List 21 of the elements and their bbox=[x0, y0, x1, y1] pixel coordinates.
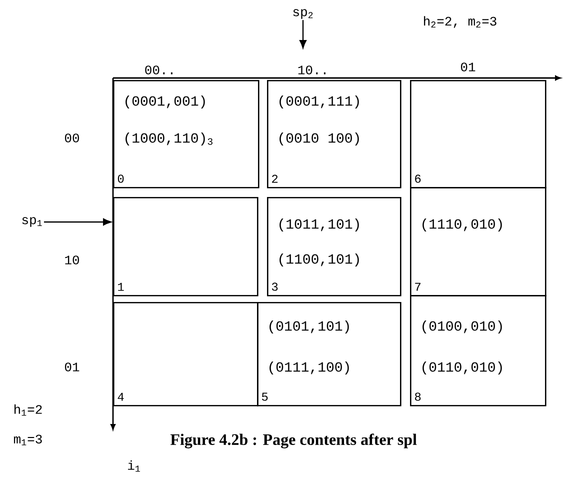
arrow bbox=[299, 20, 307, 48]
page-box: (0101,101) (0111,100) 5 bbox=[257, 302, 402, 406]
axis-label: 01 bbox=[64, 362, 80, 372]
axis-label: 10 bbox=[65, 256, 79, 264]
page-box: (0100,010) (0110,010) 8 bbox=[410, 295, 546, 406]
page-box: (1110,010) 7 bbox=[410, 187, 546, 296]
axis-label: 00 bbox=[64, 134, 79, 142]
page-box: 6 bbox=[410, 80, 546, 188]
page-box: 4 bbox=[113, 302, 258, 406]
split-pointer-label: sp$_{1}$ bbox=[22, 217, 42, 227]
parameter-label: h$_{2}$=2, m$_{2}$=3 bbox=[424, 16, 496, 28]
axis-label: i$_{1}$ bbox=[128, 460, 140, 472]
page-box: (0001,001) (1000,110)$_{3}$ 0 bbox=[113, 80, 260, 188]
arrow bbox=[44, 218, 112, 226]
parameter-label: h$_{1}$=2 bbox=[14, 404, 42, 416]
parameter-label: m$_{1}$=3 bbox=[14, 434, 42, 446]
page-box: (0001,111) (0010 100) 2 bbox=[267, 80, 402, 188]
page-box: (1011,101) (1100,101) 3 bbox=[267, 197, 402, 296]
page-box: 1 bbox=[113, 197, 258, 296]
split-pointer-label: sp$_{2}$ bbox=[293, 9, 313, 19]
figure-caption: Figure 4.2b : Page contents after spl bbox=[170, 434, 417, 448]
